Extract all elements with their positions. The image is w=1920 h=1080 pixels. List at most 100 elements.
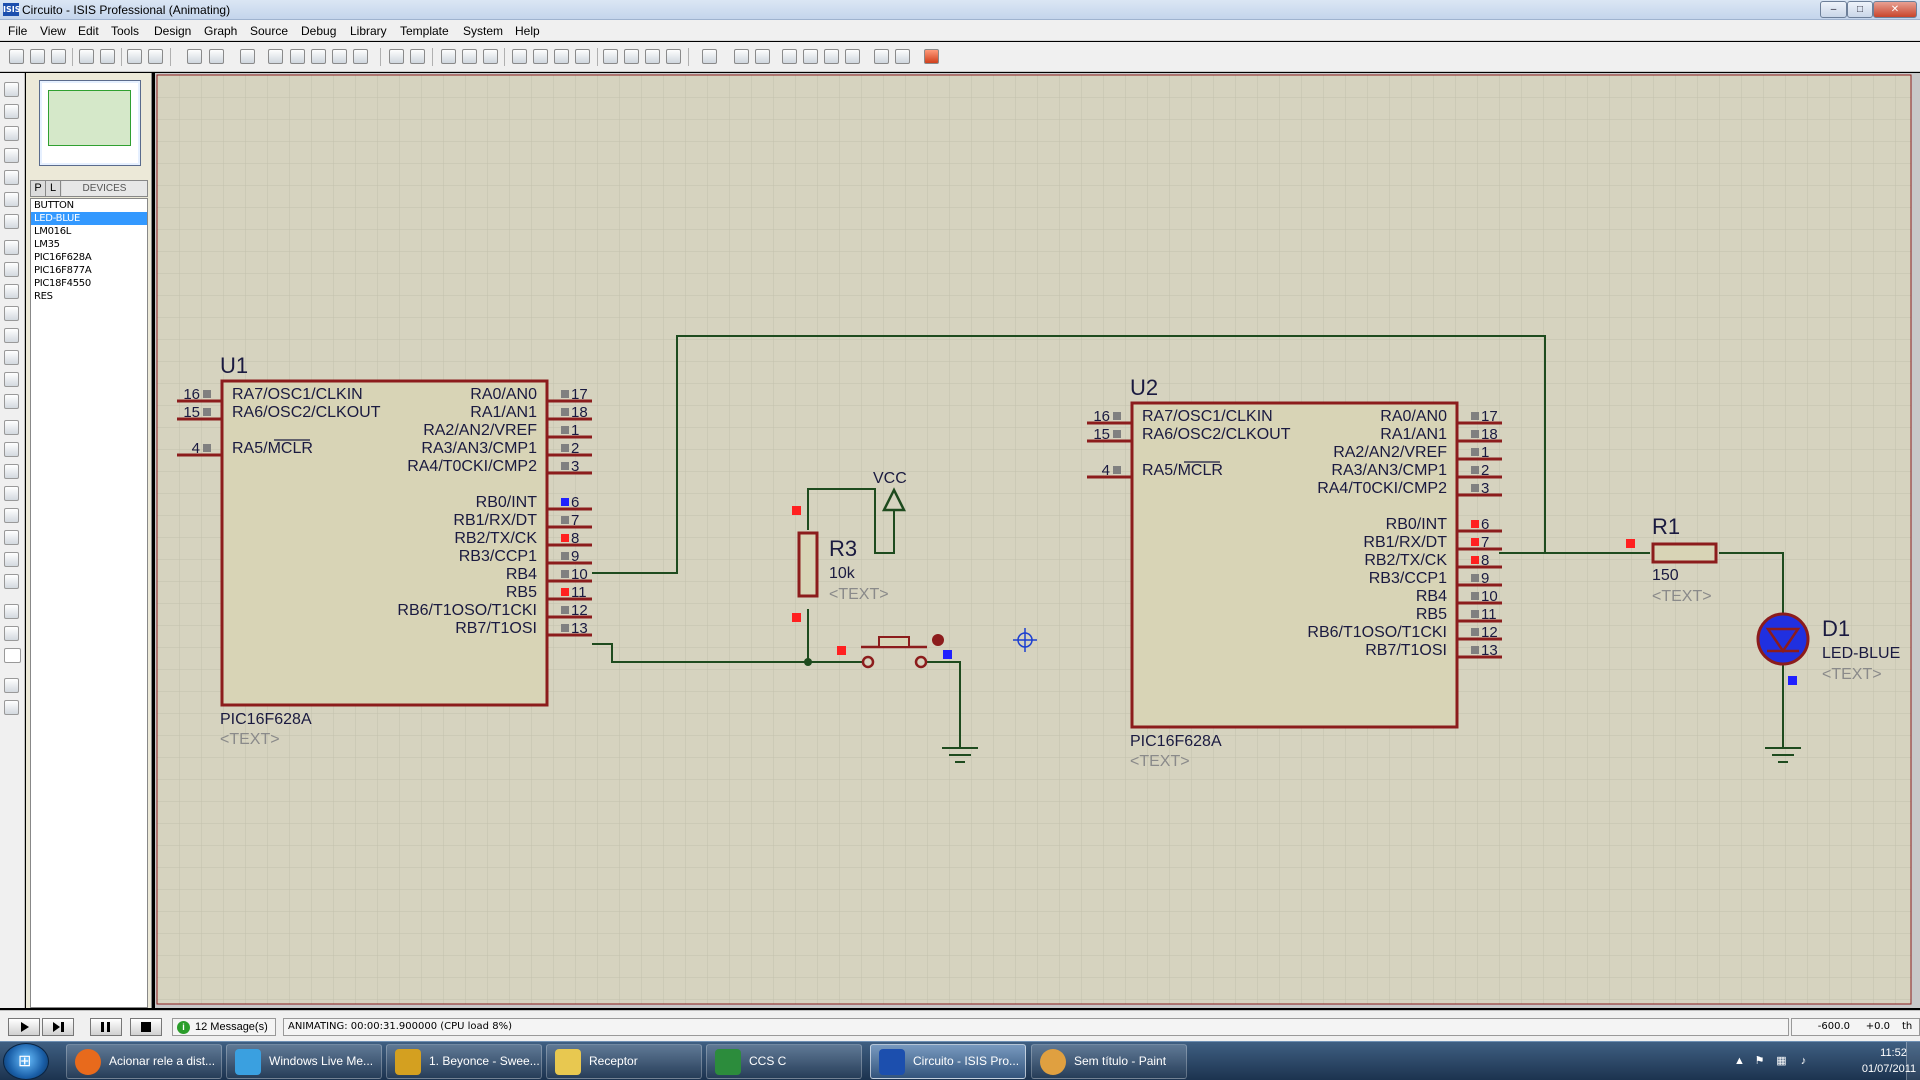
pan-icon[interactable] [268,49,283,64]
block-rotate-icon[interactable] [554,49,569,64]
origin-icon[interactable] [240,49,255,64]
clock-date[interactable]: 01/07/2011 [1861,1063,1917,1075]
menu-edit[interactable]: Edit [78,24,99,38]
taskbar-item[interactable]: 1. Beyonce - Swee... [386,1044,542,1079]
box-icon[interactable] [4,442,19,457]
r1-resistor[interactable]: R1 150 <TEXT> [1626,514,1718,605]
action-center-flag-icon[interactable]: ⚑ [1754,1055,1765,1067]
list-item[interactable]: PIC16F877A [34,265,92,276]
menu-template[interactable]: Template [400,24,449,38]
wire-label-icon[interactable] [4,148,19,163]
new-sheet-icon[interactable] [782,49,797,64]
wire-r3-to-vcc[interactable] [807,488,895,554]
ares-icon[interactable] [924,49,939,64]
start-button[interactable]: ⊞ [3,1043,49,1080]
maximize-button[interactable]: □ [1847,1,1873,18]
taskbar-item-active[interactable]: Circuito - ISIS Pro... [870,1044,1026,1079]
r3-resistor[interactable]: R3 10k <TEXT> [792,506,889,622]
volume-icon[interactable]: ♪ [1800,1055,1807,1067]
stop-button[interactable] [130,1018,162,1036]
junction-dot-icon[interactable] [4,126,19,141]
pause-button[interactable] [90,1018,122,1036]
component-mode-icon[interactable] [4,104,19,119]
schematic-canvas[interactable]: U1 PIC16F628A <TEXT> 17RA0/AN018RA1/AN11… [155,73,1920,1008]
rotation-angle-field[interactable] [4,648,21,663]
zoom-in-icon[interactable] [290,49,305,64]
exit-parent-icon[interactable] [824,49,839,64]
bill-of-materials-icon[interactable] [845,49,860,64]
show-hidden-icons-icon[interactable]: ▲ [1734,1055,1745,1067]
list-item[interactable]: PIC16F628A [34,252,92,263]
property-tool-icon[interactable] [755,49,770,64]
rotate-clockwise-icon[interactable] [4,604,19,619]
taskbar-item[interactable]: Receptor [546,1044,702,1079]
export-icon[interactable] [100,49,115,64]
mirror-x-icon[interactable] [4,678,19,693]
overview-viewport[interactable] [48,90,131,146]
block-move-icon[interactable] [533,49,548,64]
wire-autorouter-icon[interactable] [702,49,717,64]
list-item[interactable]: PIC18F4550 [34,278,91,289]
selection-mode-icon[interactable] [4,82,19,97]
button-actuator-icon[interactable] [932,634,944,646]
grid-icon[interactable] [209,49,224,64]
zoom-out-icon[interactable] [311,49,326,64]
d1-led[interactable]: D1 LED-BLUE <TEXT> [1756,612,1900,685]
circle-icon[interactable] [4,464,19,479]
undo-icon[interactable] [389,49,404,64]
push-button[interactable] [837,634,952,669]
refresh-icon[interactable] [187,49,202,64]
netlist-icon[interactable] [895,49,910,64]
list-item[interactable]: LM016L [34,226,72,237]
terminals-icon[interactable] [4,240,19,255]
voltage-probe-icon[interactable] [4,350,19,365]
packaging-icon[interactable] [645,49,660,64]
zoom-area-icon[interactable] [353,49,368,64]
mirror-y-icon[interactable] [4,700,19,715]
paste-icon[interactable] [483,49,498,64]
overview-window[interactable] [39,80,141,166]
line-icon[interactable] [4,420,19,435]
remove-sheet-icon[interactable] [803,49,818,64]
marker-icon[interactable] [4,574,19,589]
save-icon[interactable] [51,49,66,64]
close-button[interactable]: ✕ [1873,1,1917,18]
tape-recorder-icon[interactable] [4,306,19,321]
path-icon[interactable] [4,508,19,523]
block-delete-icon[interactable] [575,49,590,64]
menu-system[interactable]: System [463,24,504,38]
wire-button-to-ground[interactable] [924,661,961,748]
copy-icon[interactable] [462,49,477,64]
open-folder-icon[interactable] [30,49,45,64]
menu-file[interactable]: File [8,24,28,38]
import-icon[interactable] [79,49,94,64]
graph-icon[interactable] [4,284,19,299]
block-copy-icon[interactable] [512,49,527,64]
menu-source[interactable]: Source [250,24,289,38]
wire-r1-to-d1[interactable] [1719,552,1784,613]
decompose-icon[interactable] [666,49,681,64]
menu-debug[interactable]: Debug [301,24,337,38]
rotate-anticlockwise-icon[interactable] [4,626,19,641]
device-pins-icon[interactable] [4,262,19,277]
symbol-icon[interactable] [4,552,19,567]
taskbar-item[interactable]: Windows Live Me... [226,1044,382,1079]
buses-icon[interactable] [4,192,19,207]
u1-microcontroller[interactable]: U1 PIC16F628A <TEXT> 17RA0/AN018RA1/AN11… [177,353,592,748]
pick-device-icon[interactable] [603,49,618,64]
list-item[interactable]: RES [34,291,53,302]
zoom-all-icon[interactable] [332,49,347,64]
ground-terminal[interactable] [1765,747,1801,763]
vcc-terminal[interactable]: VCC [873,470,907,512]
electrical-rules-icon[interactable] [874,49,889,64]
minimize-button[interactable]: – [1820,1,1847,18]
text-script-icon[interactable] [4,170,19,185]
list-item[interactable]: LM35 [34,239,60,250]
taskbar-item[interactable]: CCS C [706,1044,862,1079]
library-manager-tab[interactable]: L [46,181,61,196]
list-item-selected[interactable]: LED-BLUE [31,212,147,225]
search-tag-icon[interactable] [734,49,749,64]
cut-icon[interactable] [441,49,456,64]
ground-terminal[interactable] [942,747,978,763]
